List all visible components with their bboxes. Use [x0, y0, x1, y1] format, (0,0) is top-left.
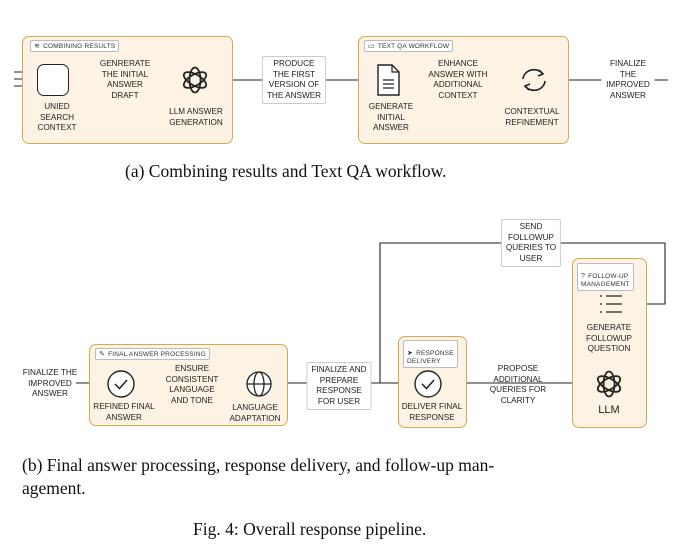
produce-first-label: PRODUCE THE FIRST VERSION OF THE ANSWER: [261, 56, 327, 104]
llm-generation-label: LLM ANSWER GENERATION: [169, 107, 223, 127]
send-icon: ➤: [407, 350, 414, 357]
llm-label: LLM: [598, 404, 620, 416]
caption-a: (a) Combining results and Text QA workfl…: [125, 161, 447, 181]
refined-final-label: REFINED FINAL ANSWER: [93, 402, 155, 422]
llm-logo-icon: [594, 369, 624, 399]
document-icon: ▭: [368, 43, 375, 50]
finalize-prepare-label: FINALIZE AND PREPARE RESPONSE FOR USER: [306, 362, 372, 410]
openai-logo-icon: [180, 65, 210, 95]
layers-icon: ≋: [34, 43, 41, 50]
ensure-consistent-label: ENSURE CONSISTENT LANGUAGE AND TONE: [165, 364, 219, 405]
edit-icon: ✎: [99, 351, 106, 358]
refresh-icon: [518, 66, 550, 94]
caption-b-line1: (b) Final answer processing, response de…: [22, 455, 495, 475]
check-circle-icon: [106, 369, 136, 399]
document-node-icon: [375, 64, 401, 96]
combining-results-title: ≋COMBINING RESULTS: [30, 40, 120, 52]
figure-caption: Fig. 4: Overall response pipeline.: [193, 519, 427, 539]
list-icon: [598, 292, 624, 316]
generate-draft-label: GENRERATE THE INITIAL ANSWER DRAFT: [99, 59, 151, 100]
language-adaptation-label: LANGUAGE ADAPTATION: [229, 403, 281, 423]
search-context-node: [37, 64, 69, 96]
caption-b-line2: agement.: [22, 478, 86, 498]
deliver-check-icon: [413, 369, 443, 399]
followup-title: ?FOLLOW-UP MANAGEMENT: [577, 263, 634, 291]
question-icon: ?: [581, 273, 586, 280]
generate-followup-label: GENERATE FOLLOWUP QUESTION: [586, 323, 632, 353]
generate-initial-label: GENERATE INITIAL ANSWER: [368, 102, 414, 132]
enhance-label: ENHANCE ANSWER WITH ADDITIONAL CONTEXT: [428, 59, 488, 100]
deliver-final-label: DELIVER FINAL RESPONSE: [401, 402, 463, 422]
final-processing-title: ✎FINAL ANSWER PROCESSING: [95, 348, 210, 360]
finalize-input-label: FINALIZE THE IMPROVED ANSWER: [22, 368, 78, 398]
text-qa-title: ▭TEXT QA WORKFLOW: [364, 40, 454, 52]
response-delivery-title: ➤RESPONSE DELIVERY: [403, 340, 458, 368]
contextual-refinement-label: CONTEXTUAL REFINEMENT: [504, 107, 560, 127]
search-context-label: UNIED SEARCH CONTEXT: [37, 102, 77, 132]
finalize-improved-label: FINALIZE THE IMPROVED ANSWER: [601, 58, 655, 102]
globe-icon: [245, 370, 273, 398]
send-followup-label: SEND FOLLOWUP QUERIES TO USER: [500, 219, 562, 267]
propose-queries-label: PROPOSE ADDITIONAL QUERIES FOR CLARITY: [489, 364, 547, 405]
